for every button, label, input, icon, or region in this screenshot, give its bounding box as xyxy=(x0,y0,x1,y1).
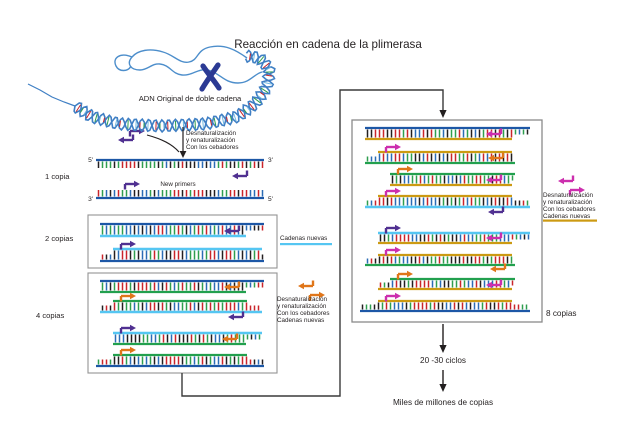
copies-2-box xyxy=(87,214,278,269)
flow-arrow-2-head-icon xyxy=(439,384,447,392)
flow-arrow-1-head-icon xyxy=(439,345,447,353)
copy8-side-line3: Con los cebadores xyxy=(543,206,596,213)
strand-end-3-bottom-left: 3' xyxy=(88,196,93,203)
copy8-label: 8 copias xyxy=(546,309,577,318)
dna-artwork xyxy=(27,49,585,368)
denat-top-line3: Con los cebadores xyxy=(186,144,239,151)
denat-top-line2: y renaturalización xyxy=(186,137,236,144)
plasmid-squiggle-line xyxy=(114,45,263,84)
strand-end-3-top-right: 3' xyxy=(268,157,273,164)
denaturation-curve-line xyxy=(146,134,180,153)
cadenas-nuevas-underline-cyan xyxy=(280,243,332,246)
copy8-side-line4: Cadenas nuevas xyxy=(543,213,590,220)
cycles-label: 20 -30 ciclos xyxy=(420,356,466,365)
copy4-side-line2: y renaturalización xyxy=(277,303,327,310)
new-primers-label: New primers xyxy=(160,181,195,188)
cycle-connector-arrow-head-icon xyxy=(439,110,447,118)
strand-end-5-bottom-right: 5' xyxy=(268,196,273,203)
cadenas-nuevas-underline-gold xyxy=(543,219,597,222)
adn-original-label: ADN Original de doble cadena xyxy=(139,94,242,103)
copies-8-box xyxy=(351,119,543,323)
page-title: Reacción en cadena de la plimerasa xyxy=(234,38,422,51)
copy1-label: 1 copia xyxy=(45,172,70,181)
strand-end-5-top-left: 5' xyxy=(88,157,93,164)
denat-top-line1: Desnaturalización xyxy=(186,130,237,137)
final-copies-label: Miles de millones de copias xyxy=(393,398,493,407)
denaturation-arrow-head-icon xyxy=(179,151,187,158)
copy8-side-line2: y renaturalización xyxy=(543,199,593,206)
copy4-label: 4 copias xyxy=(36,311,64,320)
copy8-side-line1: Desnaturalización xyxy=(543,192,594,199)
cycle-connector-line xyxy=(181,89,444,397)
cadenas-nuevas-label-2: Cadenas nuevas xyxy=(280,235,327,242)
copy4-side-line3: Con los cebadores xyxy=(277,310,330,317)
copy2-label: 2 copias xyxy=(45,234,73,243)
copy4-side-line4: Cadenas nuevas xyxy=(277,317,324,324)
copy4-side-line1: Desnaturalización xyxy=(277,296,328,303)
chromosome-icon xyxy=(199,62,222,92)
